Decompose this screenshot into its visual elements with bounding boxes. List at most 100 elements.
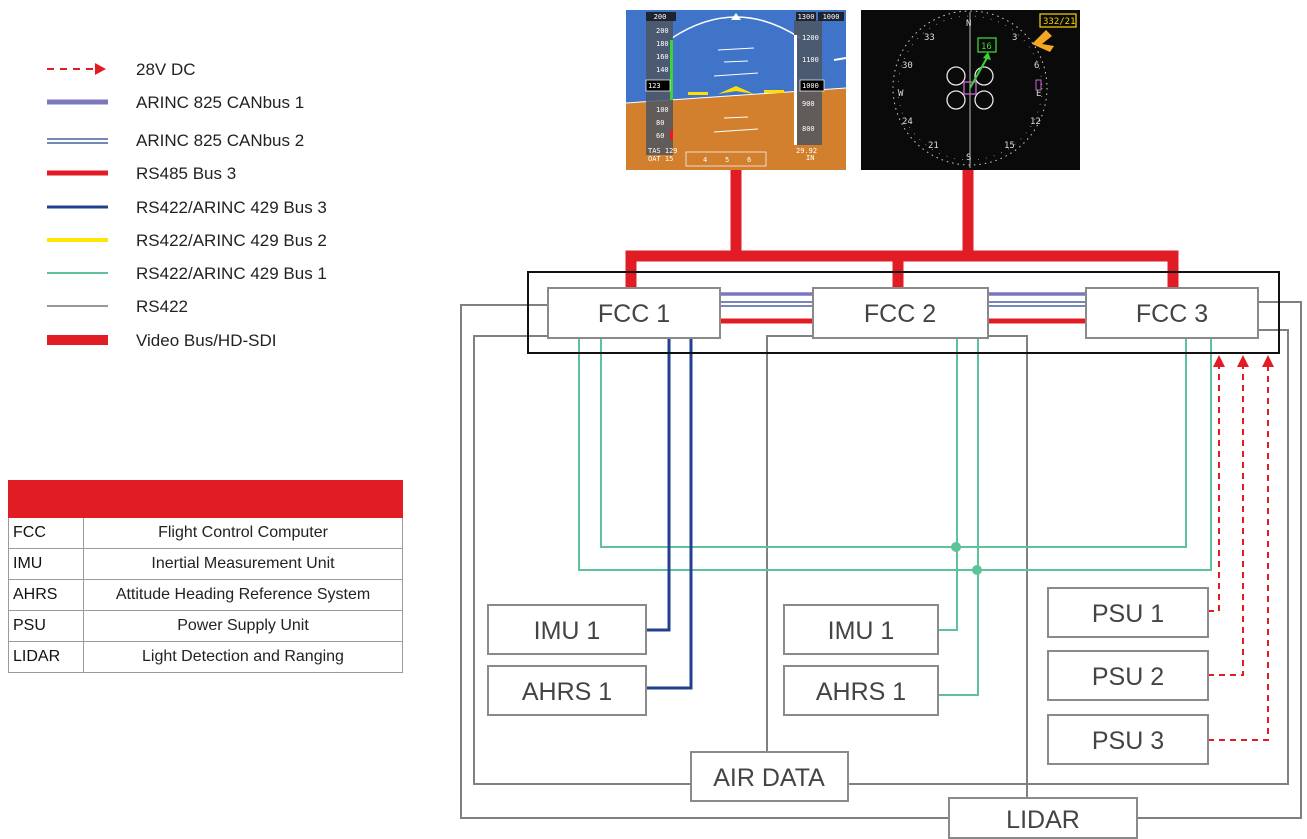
heading-tick-label: 4 (703, 156, 707, 164)
node-label: FCC 1 (598, 300, 670, 328)
compass-label: 30 (902, 61, 913, 71)
fcc-3: FCC 3 (1085, 287, 1259, 339)
heading-tick-label: 6 (747, 156, 751, 164)
compass-label: 12 (1030, 117, 1041, 127)
table-header-cell (8, 480, 84, 518)
altitude-tick-label: 1100 (802, 56, 819, 64)
legend-label: Video Bus/HD-SDI (136, 331, 276, 350)
legend-label: ARINC 825 CANbus 1 (136, 93, 304, 112)
baro-readout: 29.92 (796, 147, 817, 155)
compass-label: S (966, 153, 971, 163)
compass-label: 21 (928, 141, 939, 151)
node-label: PSU 2 (1092, 663, 1164, 691)
arinc429-bus3-lines (646, 337, 693, 690)
desc-cell: Flight Control Computer (83, 517, 403, 549)
speed-readout: 123 (648, 82, 661, 90)
node-label: IMU 1 (534, 617, 601, 645)
altitude-tick-label: 900 (802, 100, 815, 108)
legend-item-arinc825-canbus2: ARINC 825 CANbus 2 (47, 131, 304, 150)
desc-cell: Inertial Measurement Unit (83, 548, 403, 580)
compass-label: 24 (902, 117, 913, 127)
legend-label: RS422/ARINC 429 Bus 3 (136, 198, 327, 217)
table-row: FCC Flight Control Computer (8, 517, 403, 549)
altitude-tick-label: 800 (802, 125, 815, 133)
speed-target-readout: 200 (654, 13, 667, 21)
rs422-lines (460, 301, 1302, 819)
legend-item-rs422-arinc429-bus1: RS422/ARINC 429 Bus 1 (47, 264, 327, 283)
baro-unit: IN (806, 154, 814, 162)
legend-item-rs422: RS422 (47, 297, 188, 316)
desc-cell: Attitude Heading Reference System (83, 579, 403, 611)
legend-item-rs485-bus3: RS485 Bus 3 (47, 164, 236, 183)
psu-2: PSU 2 (1047, 650, 1209, 701)
compass-label: 15 (1004, 141, 1015, 151)
ahrs-1-middle: AHRS 1 (783, 665, 939, 716)
table-row: LIDAR Light Detection and Ranging (8, 641, 403, 673)
arrow-head-icon (95, 63, 106, 75)
junction-dot (951, 542, 961, 552)
psu-1: PSU 1 (1047, 587, 1209, 638)
fcc-1: FCC 1 (547, 287, 721, 339)
legend-item-video-bus: Video Bus/HD-SDI (47, 331, 276, 350)
desc-cell: Power Supply Unit (83, 610, 403, 642)
compass-label: 6 (1034, 61, 1039, 71)
node-label: IMU 1 (828, 617, 895, 645)
compass-label: N (966, 19, 971, 29)
power-lines (1208, 366, 1269, 741)
node-label: FCC 3 (1136, 300, 1208, 328)
legend-label: RS422/ARINC 429 Bus 1 (136, 264, 327, 283)
imu-1-middle: IMU 1 (783, 604, 939, 655)
altitude-readout: 1000 (802, 82, 819, 90)
power-arrow-heads (1213, 355, 1274, 367)
fcc-2: FCC 2 (812, 287, 989, 339)
speed-tick-label: 140 (656, 66, 669, 74)
abbr-cell: PSU (8, 610, 84, 642)
air-data: AIR DATA (690, 751, 849, 802)
abbr-cell: LIDAR (8, 641, 84, 673)
table-header-row (8, 480, 403, 518)
node-label: FCC 2 (864, 300, 936, 328)
heading-tick-label: 5 (725, 156, 729, 164)
legend: 28V DC ARINC 825 CANbus 1 ARINC 825 CANb… (47, 60, 327, 350)
legend-label: 28V DC (136, 60, 196, 79)
abbr-cell: IMU (8, 548, 84, 580)
table-row: AHRS Attitude Heading Reference System (8, 579, 403, 611)
oat-readout: OAT 15 (648, 155, 673, 163)
legend-label: ARINC 825 CANbus 2 (136, 131, 304, 150)
arrow-up-icon (1262, 355, 1274, 367)
node-label: LIDAR (1006, 806, 1080, 834)
compass-label: 33 (924, 33, 935, 43)
altitude-bug-readout: 1000 (823, 13, 840, 21)
compass-rose (892, 10, 1048, 166)
tas-readout: TAS 129 (648, 147, 678, 155)
wind-readout: 332/21 (1043, 17, 1076, 27)
arinc429-bus1-lines (578, 337, 1212, 696)
table-header-cell (83, 480, 403, 518)
heading-strip (685, 151, 767, 167)
legend-label: RS485 Bus 3 (136, 164, 236, 183)
table-row: PSU Power Supply Unit (8, 610, 403, 642)
heading-readout: 16 (981, 42, 992, 52)
altitude-target-readout: 1300 (798, 13, 815, 21)
speed-tick-label: 180 (656, 40, 669, 48)
primary-flight-display: 200 200 180 160 140 100 80 60 123 TAS 12… (626, 10, 846, 170)
lidar: LIDAR (948, 797, 1138, 839)
wind-arrow-icon (1032, 30, 1054, 52)
legend-item-28v-dc: 28V DC (47, 60, 196, 79)
abbr-cell: AHRS (8, 579, 84, 611)
legend-item-rs422-arinc429-bus3: RS422/ARINC 429 Bus 3 (47, 198, 327, 217)
arrow-up-icon (1237, 355, 1249, 367)
speed-tick-label: 160 (656, 53, 669, 61)
aircraft-symbol-icon (718, 86, 754, 94)
compass-label: W (898, 89, 904, 99)
fcc-interlinks (720, 292, 1086, 324)
node-label: AIR DATA (713, 764, 825, 792)
ahrs-1-left: AHRS 1 (487, 665, 647, 716)
fcc-group-frame (527, 271, 1280, 354)
compass-label: 3 (1012, 33, 1017, 43)
node-label: PSU 1 (1092, 600, 1164, 628)
arrow-up-icon (1213, 355, 1225, 367)
abbreviation-table: FCC Flight Control Computer IMU Inertial… (8, 480, 403, 673)
legend-item-rs422-arinc429-bus2: RS422/ARINC 429 Bus 2 (47, 231, 327, 250)
